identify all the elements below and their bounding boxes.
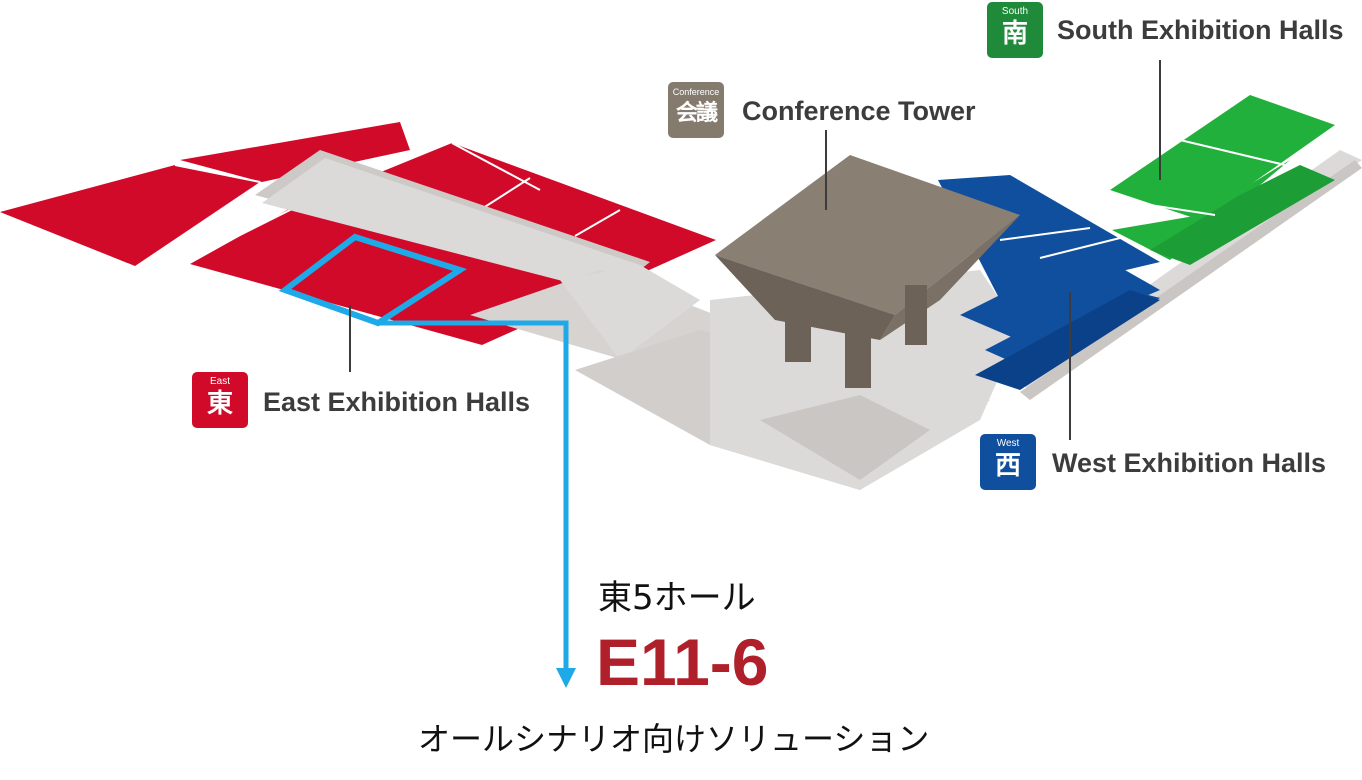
east-exhibition-halls-label: East Exhibition Halls <box>263 387 531 417</box>
south-exhibition-halls-label: South Exhibition Halls <box>1057 15 1344 45</box>
east-badge-en: East <box>209 376 230 387</box>
south-badge-kanji: 南 <box>1001 19 1028 49</box>
east-hall-badge: East 東 <box>192 372 248 428</box>
booth-pointer-line <box>378 320 569 670</box>
west-hall-badge: West 西 <box>980 434 1036 490</box>
booth-solution-name: オールシナリオ向けソリューション <box>418 720 930 758</box>
south-badge-en: South <box>1001 6 1029 17</box>
booth-highlight-outline <box>278 233 467 327</box>
conference-badge-kanji: 会議 <box>675 101 718 126</box>
east-badge-kanji: 東 <box>206 389 233 419</box>
booth-pointer-arrowhead <box>556 668 576 688</box>
west-exhibition-halls-label: West Exhibition Halls <box>1052 448 1327 478</box>
conference-badge-en: Conference <box>672 87 720 97</box>
conference-tower-badge: Conference 会議 <box>668 82 724 138</box>
conference-tower-label: Conference Tower <box>742 96 976 126</box>
west-badge-kanji: 西 <box>994 451 1021 481</box>
booth-hall-name: 東5ホール <box>598 578 756 618</box>
booth-number: E11-6 <box>596 625 769 699</box>
west-exhibition-halls-shape <box>938 175 1160 390</box>
conference-tower-shape <box>715 155 1020 388</box>
south-hall-badge: South 南 <box>987 2 1043 58</box>
west-badge-en: West <box>996 438 1020 449</box>
south-exhibition-halls-shape <box>1110 95 1335 265</box>
